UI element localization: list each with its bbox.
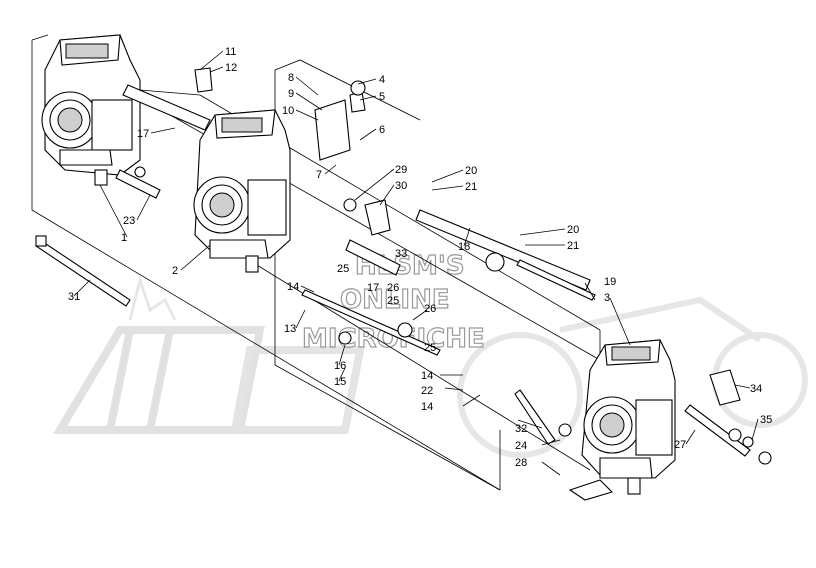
- callout-7: 7: [316, 169, 322, 181]
- callout-18: 18: [458, 241, 470, 253]
- connector-parts: [35, 67, 772, 501]
- callout-12: 12: [225, 62, 237, 74]
- callout-25-b: 25: [387, 295, 399, 307]
- part-34: [709, 369, 741, 406]
- callout-26-a: 26: [387, 282, 399, 294]
- callout-14-b: 14: [421, 370, 433, 382]
- part-16: [338, 331, 352, 345]
- callout-32: 32: [515, 423, 527, 435]
- callout-26-b: 26: [424, 303, 436, 315]
- callout-23: 23: [123, 215, 135, 227]
- screw-31: [35, 239, 131, 307]
- callout-24: 24: [515, 440, 527, 452]
- part-4: [350, 80, 366, 96]
- callout-11: 11: [225, 46, 236, 58]
- part-33: [485, 252, 505, 272]
- carburetor-1: [41, 34, 141, 186]
- tube-17-lower: [345, 239, 401, 276]
- callout-25-c: 25: [424, 342, 436, 354]
- callout-15: 15: [334, 376, 346, 388]
- callout-16: 16: [334, 360, 346, 372]
- callout-6: 6: [379, 124, 385, 136]
- callout-1: 1: [121, 232, 127, 244]
- callout-21-upper: 21: [465, 181, 477, 193]
- part-26: [397, 322, 413, 338]
- callout-20-upper: 20: [465, 165, 477, 177]
- shaft-19: [516, 259, 596, 301]
- callout-19: 19: [604, 276, 616, 288]
- callout-9: 9: [288, 88, 294, 100]
- fitting-23: [115, 169, 161, 199]
- watermark-line-2: ONLINE: [340, 285, 450, 315]
- callout-31: 31: [68, 291, 80, 303]
- bracket-10: [314, 99, 351, 161]
- callout-8: 8: [288, 72, 294, 84]
- callout-2: 2: [172, 265, 178, 277]
- callout-27: 27: [674, 439, 686, 451]
- callout-14-c: 14: [421, 401, 433, 413]
- callout-30: 30: [395, 180, 407, 192]
- callout-21-lower: 21: [567, 240, 579, 252]
- carburetor-2: [193, 109, 291, 273]
- callout-5: 5: [379, 91, 385, 103]
- leader-lines: [73, 50, 759, 476]
- callout-10: 10: [282, 105, 294, 117]
- part-30: [364, 199, 391, 236]
- part-35: [758, 451, 772, 465]
- callout-22: 22: [421, 385, 433, 397]
- callout-34: 34: [750, 383, 762, 395]
- callout-3: 3: [604, 292, 610, 304]
- callout-14-a: 14: [287, 281, 299, 293]
- callout-17-lower: 17: [367, 282, 379, 294]
- callout-4: 4: [379, 74, 385, 86]
- tube-17-upper: [122, 84, 211, 131]
- watermark-text: HLSM'S ONLINE MICROFICHE: [301, 250, 485, 354]
- callout-33: 33: [395, 248, 407, 260]
- cable-13: [301, 289, 441, 356]
- part-29: [343, 198, 357, 212]
- callout-35: 35: [760, 414, 772, 426]
- callout-labels: 11 12 8 9 10 4 5 6 7 17 29 30 20 21 18 2…: [68, 46, 772, 469]
- throttle-shaft-18: [415, 209, 591, 291]
- callout-25-a: 25: [337, 263, 349, 275]
- callout-28: 28: [515, 457, 527, 469]
- callout-20-lower: 20: [567, 224, 579, 236]
- carburetor-3: [581, 339, 676, 495]
- part-28: [568, 479, 614, 501]
- bracket-12: [194, 67, 213, 93]
- callout-17-upper: 17: [137, 128, 149, 140]
- tube-32: [514, 389, 556, 445]
- part-24: [558, 423, 572, 437]
- callout-13: 13: [284, 323, 296, 335]
- watermark-line-3: MICROFICHE: [302, 324, 485, 354]
- callout-29: 29: [395, 164, 407, 176]
